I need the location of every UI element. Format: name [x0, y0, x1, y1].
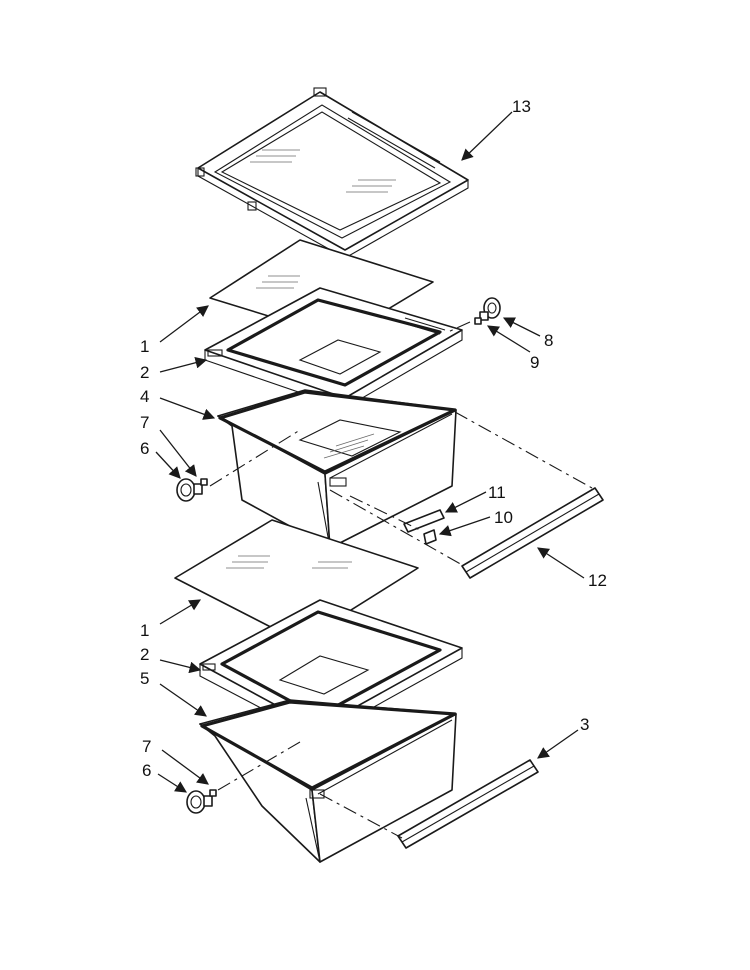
callout-2-upper: 2 [140, 363, 149, 382]
callout-7-lower: 7 [142, 737, 151, 756]
callout-12: 12 [588, 571, 607, 590]
callout-2-lower: 2 [140, 645, 149, 664]
crisper-cover-part-2-upper [204, 287, 463, 409]
callout-3: 3 [580, 715, 589, 734]
crisper-drawer-part-4 [217, 389, 457, 549]
callout-6-lower: 6 [142, 761, 151, 780]
callout-9: 9 [530, 353, 539, 372]
rail-part-3 [397, 759, 539, 849]
rail-part-12 [461, 487, 604, 579]
bracket-part-11 [403, 509, 445, 533]
callout-5: 5 [140, 669, 149, 688]
callout-7-upper: 7 [140, 413, 149, 432]
callout-13: 13 [512, 97, 531, 116]
callout-labels: 13 1 2 4 7 6 8 9 11 10 12 1 2 5 3 7 6 [140, 97, 607, 780]
callout-1-lower: 1 [140, 621, 149, 640]
callout-8: 8 [544, 331, 553, 350]
callout-4: 4 [140, 387, 149, 406]
callout-1-upper: 1 [140, 337, 149, 356]
roller-part-6-lower [186, 789, 217, 814]
callout-6-upper: 6 [140, 439, 149, 458]
callout-11: 11 [488, 483, 506, 502]
glass-panel-part-1-lower [174, 519, 419, 643]
roller-part-6-upper [176, 478, 208, 502]
shelf-frame-part-13 [195, 87, 469, 259]
assembly-lines [209, 321, 593, 839]
bracket-part-10 [423, 529, 437, 545]
roller-part-8 [474, 297, 501, 325]
leader-lines [155, 111, 585, 793]
callout-10: 10 [494, 508, 513, 527]
crisper-drawer-part-5 [199, 699, 457, 863]
